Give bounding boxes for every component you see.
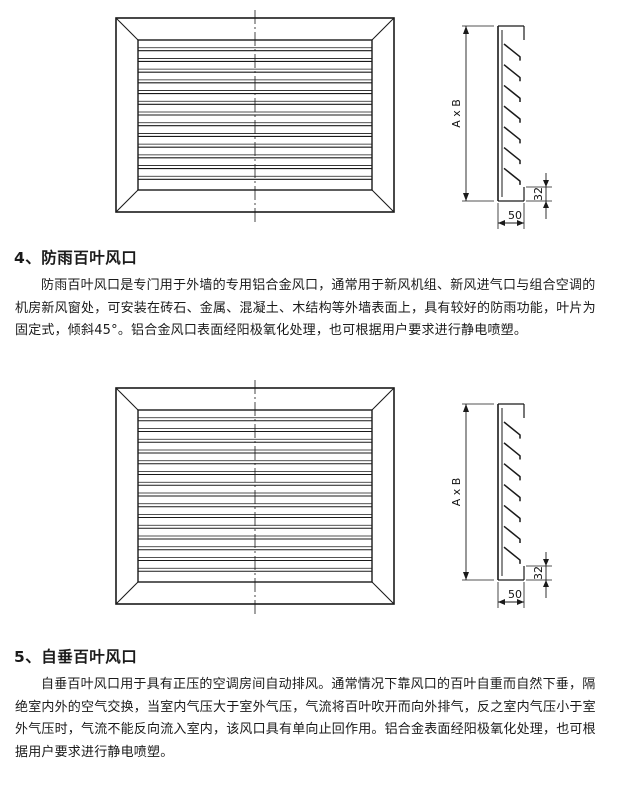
louver-blade-profile xyxy=(503,546,521,564)
dimension-arrow xyxy=(543,559,549,566)
dimension-label-depth: 50 xyxy=(508,209,522,222)
louver-blade-profile xyxy=(503,167,521,185)
dimension-arrow xyxy=(543,201,549,208)
dimension-arrow xyxy=(543,580,549,587)
louver-drawing-2: A x B 50 32 xyxy=(0,372,619,614)
louver-blade-profile xyxy=(503,64,521,82)
dimension-arrow xyxy=(517,220,524,226)
louver-drawing-1-svg: A x B 50 32 xyxy=(115,10,552,229)
louver-blade-profile xyxy=(503,43,521,61)
frame-miter-line xyxy=(115,17,139,41)
louver-blade-profile xyxy=(503,463,521,481)
louver-blade-profile xyxy=(503,421,521,439)
louver-blade-profile xyxy=(503,442,521,460)
dimension-label-depth: 50 xyxy=(508,588,522,601)
louver-blade-profile xyxy=(503,483,521,502)
section-5-heading: 5、自垂百叶风口 xyxy=(14,648,138,666)
frame-miter-line xyxy=(371,189,395,213)
frame-miter-line xyxy=(115,189,139,213)
louver-blade-profile xyxy=(503,525,521,543)
dimension-label-flange: 32 xyxy=(532,566,545,580)
dimension-label-flange: 32 xyxy=(532,187,545,201)
frame-miter-line xyxy=(371,387,395,411)
dimension-arrow xyxy=(498,599,505,605)
dimension-arrow xyxy=(517,599,524,605)
dimension-arrow xyxy=(498,220,505,226)
louver-drawing-2-svg: A x B 50 32 xyxy=(115,380,552,614)
louver-blade-profile xyxy=(503,504,521,523)
dimension-label-axb: A x B xyxy=(450,99,463,128)
dimension-label-axb: A x B xyxy=(450,478,463,507)
louver-blade-profile xyxy=(503,105,521,123)
dimension-arrow xyxy=(463,404,469,412)
section-4-heading: 4、防雨百叶风口 xyxy=(14,249,138,267)
frame-miter-line xyxy=(115,387,139,411)
frame-miter-line xyxy=(371,17,395,41)
louver-drawing-1: A x B 50 32 xyxy=(0,0,619,240)
dimension-arrow xyxy=(543,180,549,187)
louver-blade-profile xyxy=(503,146,521,165)
frame-miter-line xyxy=(115,581,139,605)
louver-blade-profile xyxy=(503,126,521,144)
section-4-body: 防雨百叶风口是专门用于外墙的专用铝合金风口，通常用于新风机组、新风进气口与组合空… xyxy=(15,278,596,338)
louver-blade-profile xyxy=(503,84,521,102)
frame-miter-line xyxy=(371,581,395,605)
dimension-arrow xyxy=(463,572,469,580)
section-5-body: 自垂百叶风口用于具有正压的空调房间自动排风。通常情况下靠风口的百叶自重而自然下垂… xyxy=(15,677,596,760)
dimension-arrow xyxy=(463,26,469,34)
dimension-arrow xyxy=(463,193,469,201)
